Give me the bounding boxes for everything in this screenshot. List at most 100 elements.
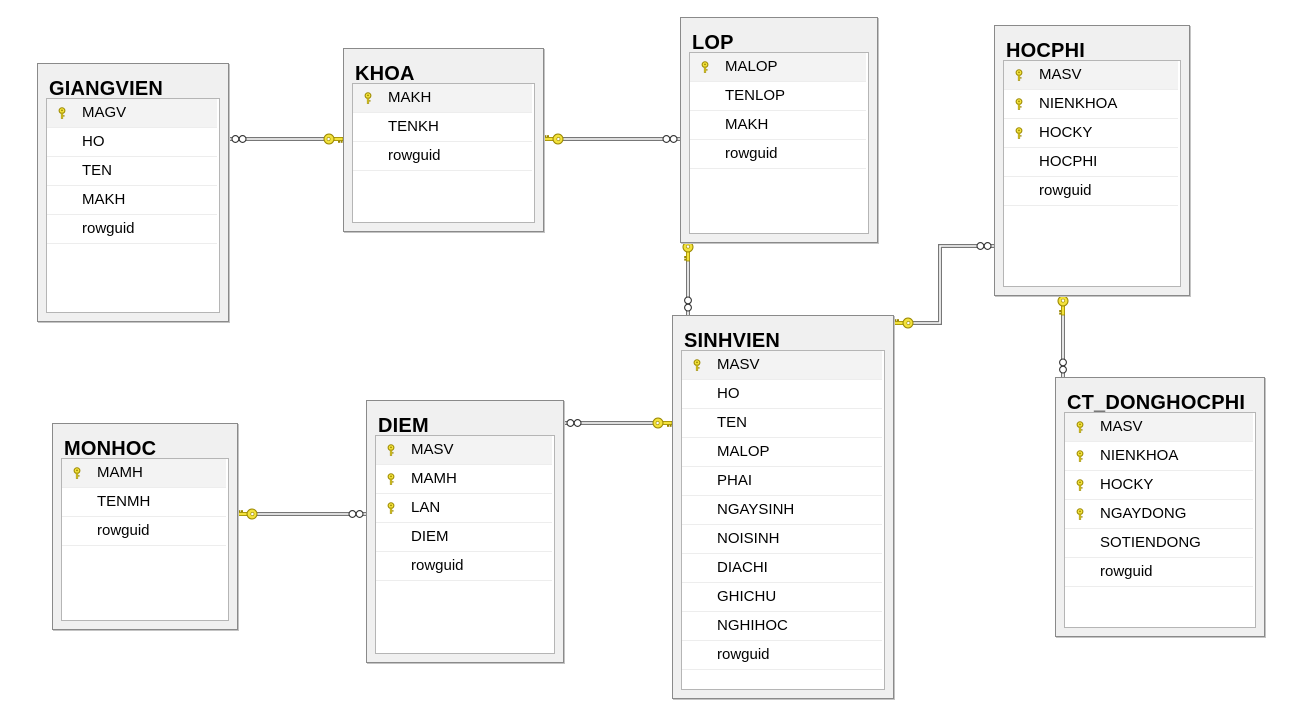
column-row[interactable]: MAKH bbox=[353, 84, 532, 113]
column-row[interactable]: DIACHI bbox=[682, 554, 882, 583]
primary-key-icon bbox=[376, 465, 406, 493]
column-name: HOCKY bbox=[1039, 124, 1093, 141]
column-row[interactable]: MASV bbox=[1004, 61, 1178, 90]
primary-key-icon bbox=[376, 494, 406, 522]
empty-key-cell bbox=[47, 157, 77, 185]
column-row[interactable]: HO bbox=[47, 128, 217, 157]
column-row[interactable]: rowguid bbox=[682, 641, 882, 670]
column-row[interactable]: HO bbox=[682, 380, 882, 409]
many-end-icon bbox=[662, 135, 678, 143]
column-row[interactable]: rowguid bbox=[1065, 558, 1253, 587]
empty-key-cell bbox=[62, 488, 92, 516]
column-row[interactable]: MAKH bbox=[47, 186, 217, 215]
column-row[interactable]: MALOP bbox=[690, 53, 866, 82]
one-end-key-icon bbox=[237, 508, 258, 520]
column-row[interactable]: NGAYSINH bbox=[682, 496, 882, 525]
primary-key-icon bbox=[1004, 119, 1034, 147]
column-row[interactable]: MAMH bbox=[376, 465, 552, 494]
column-row[interactable]: NOISINH bbox=[682, 525, 882, 554]
empty-key-cell bbox=[353, 113, 383, 141]
column-name: DIEM bbox=[411, 528, 449, 545]
column-name: MASV bbox=[1100, 418, 1143, 435]
column-row[interactable]: TEN bbox=[47, 157, 217, 186]
column-name: TEN bbox=[717, 414, 747, 431]
column-row[interactable]: MAMH bbox=[62, 459, 226, 488]
column-row[interactable]: MAGV bbox=[47, 99, 217, 128]
empty-key-cell bbox=[47, 186, 77, 214]
column-row[interactable]: MAKH bbox=[690, 111, 866, 140]
empty-key-cell bbox=[682, 641, 712, 669]
column-name: HO bbox=[717, 385, 740, 402]
column-name: rowguid bbox=[1100, 563, 1153, 580]
column-name: MASV bbox=[411, 441, 454, 458]
column-name: MAKH bbox=[82, 191, 126, 208]
column-name: MAMH bbox=[411, 470, 457, 487]
empty-key-cell bbox=[1065, 529, 1095, 557]
column-row[interactable]: rowguid bbox=[690, 140, 866, 169]
column-row[interactable]: MASV bbox=[1065, 413, 1253, 442]
table-diem[interactable]: DIEM MASV MAMH LAN DIEM rowguid bbox=[366, 400, 564, 663]
empty-key-cell bbox=[682, 438, 712, 466]
column-row[interactable]: TENLOP bbox=[690, 82, 866, 111]
column-row[interactable]: HOCKY bbox=[1065, 471, 1253, 500]
primary-key-icon bbox=[1065, 413, 1095, 441]
column-row[interactable]: TENMH bbox=[62, 488, 226, 517]
column-row[interactable]: TEN bbox=[682, 409, 882, 438]
column-row[interactable]: MASV bbox=[682, 351, 882, 380]
primary-key-icon bbox=[1004, 61, 1034, 89]
column-name: HOCPHI bbox=[1039, 153, 1098, 170]
column-row[interactable]: rowguid bbox=[62, 517, 226, 546]
column-row[interactable]: NIENKHOA bbox=[1004, 90, 1178, 119]
table-title: SINHVIEN bbox=[684, 330, 781, 352]
column-row[interactable]: MALOP bbox=[682, 438, 882, 467]
column-name: HOCKY bbox=[1100, 476, 1154, 493]
column-name: MAKH bbox=[388, 89, 432, 106]
column-row[interactable]: NGHIHOC bbox=[682, 612, 882, 641]
column-row[interactable]: SOTIENDONG bbox=[1065, 529, 1253, 558]
column-row[interactable]: rowguid bbox=[47, 215, 217, 244]
column-row[interactable]: TENKH bbox=[353, 113, 532, 142]
column-row[interactable]: NIENKHOA bbox=[1065, 442, 1253, 471]
primary-key-icon bbox=[1065, 471, 1095, 499]
empty-key-cell bbox=[353, 142, 383, 170]
empty-key-cell bbox=[682, 467, 712, 495]
empty-key-cell bbox=[47, 128, 77, 156]
column-row[interactable]: NGAYDONG bbox=[1065, 500, 1253, 529]
column-name: NOISINH bbox=[717, 530, 780, 547]
column-grid: MASV MAMH LAN DIEM rowguid bbox=[375, 435, 555, 654]
primary-key-icon bbox=[376, 436, 406, 464]
column-row[interactable]: LAN bbox=[376, 494, 552, 523]
column-row[interactable]: MASV bbox=[376, 436, 552, 465]
column-row[interactable]: rowguid bbox=[1004, 177, 1178, 206]
column-row[interactable]: HOCKY bbox=[1004, 119, 1178, 148]
empty-key-cell bbox=[690, 111, 720, 139]
column-name: MASV bbox=[717, 356, 760, 373]
column-row[interactable]: PHAI bbox=[682, 467, 882, 496]
many-end-icon bbox=[976, 242, 992, 250]
many-end-icon bbox=[684, 296, 692, 312]
column-name: MALOP bbox=[717, 443, 770, 460]
column-row[interactable]: HOCPHI bbox=[1004, 148, 1178, 177]
empty-key-cell bbox=[682, 554, 712, 582]
column-row[interactable]: rowguid bbox=[376, 552, 552, 581]
column-row[interactable]: DIEM bbox=[376, 523, 552, 552]
column-row[interactable]: GHICHU bbox=[682, 583, 882, 612]
column-row[interactable]: rowguid bbox=[353, 142, 532, 171]
empty-key-cell bbox=[1065, 558, 1095, 586]
empty-key-cell bbox=[682, 612, 712, 640]
many-end-icon bbox=[1059, 358, 1067, 374]
empty-key-cell bbox=[47, 215, 77, 243]
